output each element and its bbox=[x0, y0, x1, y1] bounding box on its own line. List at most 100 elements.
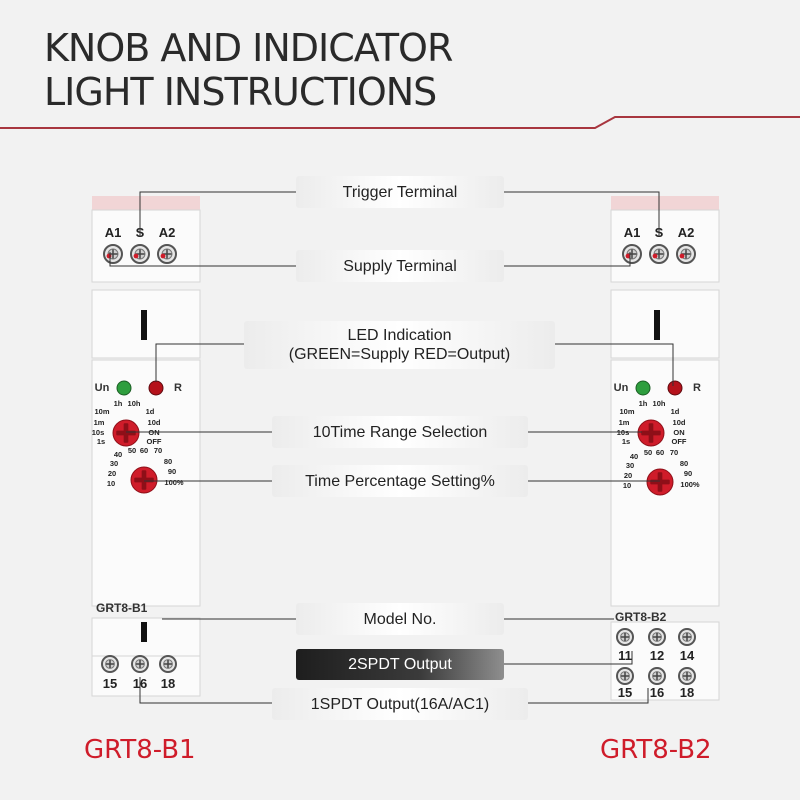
caption-grt8-b2: GRT8-B2 bbox=[600, 735, 712, 765]
range-tick-label: 10d bbox=[148, 418, 161, 427]
range-tick-label: 10m bbox=[619, 407, 634, 416]
percentage-tick-label: 70 bbox=[154, 446, 162, 455]
supply-line-right bbox=[504, 252, 631, 267]
2spdt-output-label: 2SPDT Output bbox=[296, 649, 504, 680]
terminal-screw-icon[interactable] bbox=[131, 655, 149, 673]
percentage-tick-label: 30 bbox=[110, 459, 118, 468]
output-terminal-label: 18 bbox=[161, 676, 175, 691]
green-led-icon bbox=[635, 380, 651, 396]
range-tick-label: 10m bbox=[94, 407, 109, 416]
terminal-screw-icon[interactable] bbox=[649, 244, 669, 264]
led-label-un: Un bbox=[614, 382, 629, 394]
terminal-screw-icon[interactable] bbox=[648, 667, 666, 685]
range-tick-label: 1d bbox=[671, 407, 680, 416]
range-tick-label: OFF bbox=[672, 437, 687, 446]
range-tick-label: 1m bbox=[94, 418, 105, 427]
output-terminal-label: 18 bbox=[680, 685, 694, 700]
led-line-right bbox=[555, 343, 674, 386]
terminal-screw-icon[interactable] bbox=[101, 655, 119, 673]
supply-terminal-label: Supply Terminal bbox=[296, 250, 504, 282]
percentage-tick-label: 10 bbox=[107, 479, 115, 488]
percentage-tick-label: 60 bbox=[656, 448, 664, 457]
panel-model-text: GRT8-B1 bbox=[96, 601, 148, 615]
terminal-screw-icon[interactable] bbox=[678, 667, 696, 685]
time-range-label: 10Time Range Selection bbox=[272, 416, 528, 448]
led-line-left bbox=[155, 343, 244, 382]
percentage-tick-label: 40 bbox=[114, 450, 122, 459]
time-percentage-knob-icon[interactable] bbox=[130, 466, 158, 494]
time-range-knob-icon[interactable] bbox=[112, 419, 140, 447]
terminal-screw-icon[interactable] bbox=[157, 244, 177, 264]
led-label-un: Un bbox=[95, 382, 110, 394]
percentage-tick-label: 90 bbox=[168, 467, 176, 476]
percentage-tick-label: 10 bbox=[623, 481, 631, 490]
top-terminal-label: A2 bbox=[678, 225, 695, 240]
percentage-tick-label: 30 bbox=[626, 461, 634, 470]
range-tick-label: OFF bbox=[147, 437, 162, 446]
time-range-knob-icon[interactable] bbox=[637, 419, 665, 447]
trigger-terminal-label: Trigger Terminal bbox=[296, 176, 504, 208]
percentage-tick-label: 20 bbox=[108, 469, 116, 478]
range-tick-label: ON bbox=[673, 428, 684, 437]
range-tick-label: 1h bbox=[114, 399, 123, 408]
title-rule bbox=[0, 116, 800, 129]
terminal-screw-icon[interactable] bbox=[159, 655, 177, 673]
range-tick-label: 10h bbox=[128, 399, 141, 408]
page-title: KNOB AND INDICATOR LIGHT INSTRUCTIONS bbox=[44, 26, 453, 114]
output-terminal-label: 15 bbox=[618, 685, 632, 700]
terminal-screw-icon[interactable] bbox=[616, 667, 634, 685]
lower-slot bbox=[141, 622, 147, 642]
percentage-tick-label: 60 bbox=[140, 446, 148, 455]
led-indication-detail: (GREEN=Supply RED=Output) bbox=[288, 346, 511, 363]
time-percentage-knob-icon[interactable] bbox=[646, 468, 674, 496]
led-label-r: R bbox=[174, 382, 182, 394]
terminal-screw-icon[interactable] bbox=[616, 628, 634, 646]
cover-slot bbox=[141, 310, 147, 340]
range-tick-label: 1h bbox=[639, 399, 648, 408]
range-tick-label: 10s bbox=[92, 428, 105, 437]
terminal-screw-icon[interactable] bbox=[676, 244, 696, 264]
top-clip bbox=[611, 196, 719, 210]
top-terminal-label: A1 bbox=[624, 225, 641, 240]
top-terminal-label: A1 bbox=[105, 225, 122, 240]
percentage-tick-label: 70 bbox=[670, 448, 678, 457]
led-indication-label: LED Indication (GREEN=Supply RED=Output) bbox=[244, 321, 555, 369]
spdt2-line bbox=[504, 651, 633, 665]
model-number-label: Model No. bbox=[296, 603, 504, 635]
title-rule-line bbox=[0, 116, 800, 129]
supply-line-left bbox=[109, 252, 296, 267]
upper-cover bbox=[610, 289, 720, 359]
range-tick-label: 1d bbox=[146, 407, 155, 416]
percentage-tick-label: 80 bbox=[680, 459, 688, 468]
output-terminal-label: 11 bbox=[618, 648, 632, 663]
green-led-icon bbox=[116, 380, 132, 396]
range-tick-label: 10d bbox=[673, 418, 686, 427]
range-tick-label: 10h bbox=[653, 399, 666, 408]
percentage-tick-label: 50 bbox=[644, 448, 652, 457]
terminal-screw-icon[interactable] bbox=[648, 628, 666, 646]
terminal-screw-icon[interactable] bbox=[678, 628, 696, 646]
red-led-icon bbox=[667, 380, 683, 396]
time-percentage-label: Time Percentage Setting% bbox=[272, 465, 528, 497]
output-terminal-label: 15 bbox=[103, 676, 117, 691]
percentage-tick-label: 80 bbox=[164, 457, 172, 466]
output-terminal-label: 12 bbox=[650, 648, 664, 663]
top-clip bbox=[92, 196, 200, 210]
trigger-line-right bbox=[504, 191, 660, 236]
range-tick-label: 1m bbox=[619, 418, 630, 427]
led-label-r: R bbox=[693, 382, 701, 394]
cover-slot bbox=[654, 310, 660, 340]
terminal-screw-icon[interactable] bbox=[622, 244, 642, 264]
title-line-2: LIGHT INSTRUCTIONS bbox=[44, 70, 437, 114]
spdt1-line-right bbox=[528, 688, 649, 704]
percentage-tick-label: 40 bbox=[630, 452, 638, 461]
1spdt-output-label: 1SPDT Output(16A/AC1) bbox=[272, 688, 528, 720]
terminal-screw-icon[interactable] bbox=[130, 244, 150, 264]
percentage-tick-label: 90 bbox=[684, 469, 692, 478]
panel-model-text: GRT8-B2 bbox=[615, 610, 667, 624]
